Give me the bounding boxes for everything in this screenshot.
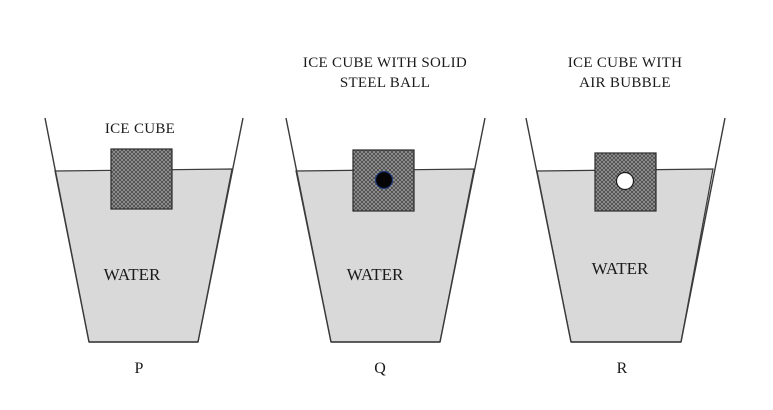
beaker-title-line: ICE CUBE WITH [568, 55, 682, 71]
beaker-name: P [135, 360, 144, 377]
beaker-right-wall [680, 117, 726, 343]
beaker-name: R [617, 360, 628, 377]
beaker-left-wall [285, 117, 332, 343]
beaker-right-wall [439, 117, 486, 343]
beaker-left-wall [44, 117, 90, 343]
beaker-r: ICE CUBE WITH AIR BUBBLE WATER R [525, 55, 726, 377]
beaker-q: ICE CUBE WITH SOLID STEEL BALL WATER Q [285, 55, 486, 377]
steel-ball [374, 170, 394, 190]
air-bubble [615, 171, 635, 191]
beaker-title-line: ICE CUBE [105, 121, 175, 137]
beaker-left-wall [525, 117, 572, 343]
ice-cube [110, 148, 173, 210]
water-label: WATER [347, 265, 404, 284]
beaker-title-line: STEEL BALL [340, 75, 430, 91]
water-label: WATER [592, 259, 649, 278]
beaker-title-line: AIR BUBBLE [579, 75, 671, 91]
beaker-p: ICE CUBE WATER P [44, 117, 244, 377]
beaker-title-line: ICE CUBE WITH SOLID [303, 55, 467, 71]
beaker-right-wall [197, 117, 244, 343]
beaker-name: Q [374, 360, 386, 377]
water-label: WATER [104, 265, 161, 284]
